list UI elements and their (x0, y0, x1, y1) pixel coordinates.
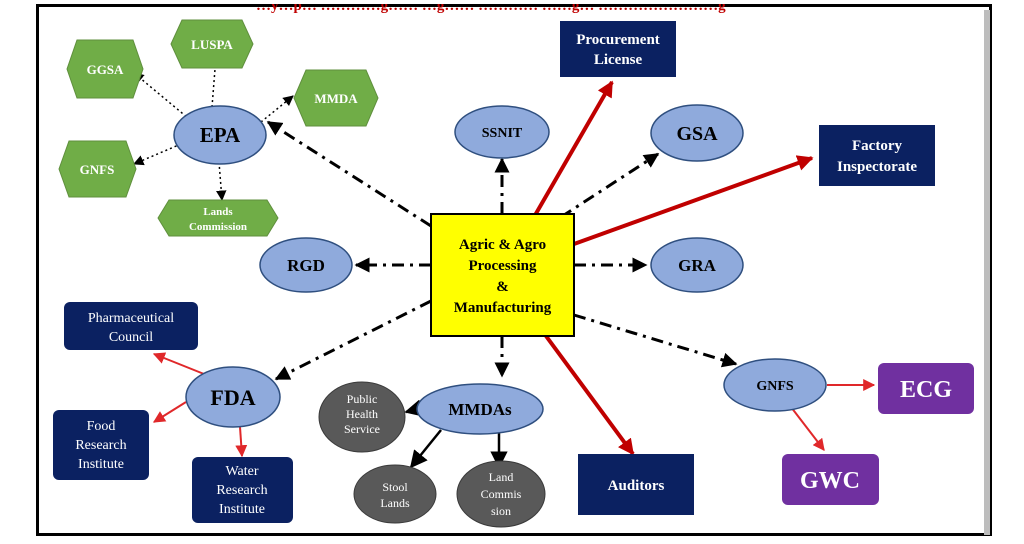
fda-label: FDA (210, 385, 255, 410)
hexagon-group (58, 19, 379, 237)
ecg-label: ECG (900, 377, 952, 403)
frame-shadow (984, 10, 990, 535)
ellipse-labels: EPA SSNIT GSA RGD GRA FDA MMDAs GNFS (200, 123, 794, 419)
gwc-label: GWC (800, 468, 860, 494)
navy-box-labels: Procurement License Factory Inspectorate… (75, 32, 917, 517)
hexagon-labels: GGSA LUSPA MMDA GNFS Lands Commission (80, 37, 359, 233)
public-health-line-2: Health (346, 407, 378, 421)
stool-lands-line-1: Stool (382, 480, 408, 494)
lands-commission-line-2: Commission (189, 221, 247, 233)
hex-ggsa (66, 39, 144, 99)
diagram-frame: …y…p… …………g…… …g…… ………… ……g… ……………………g (36, 0, 992, 536)
box-water (192, 457, 293, 523)
box-ecg (878, 363, 974, 414)
arrow-to-gnfs (573, 313, 738, 368)
mmda-label: MMDA (314, 91, 358, 106)
public-health-line-1: Public (347, 392, 378, 406)
navy-box-group (53, 21, 935, 523)
ellipse-gra (650, 237, 744, 293)
center-line-1: Agric & Agro (459, 237, 546, 253)
purple-box-group (782, 363, 974, 505)
gnfs-connectors (790, 379, 876, 451)
box-factory (819, 125, 935, 186)
dashdot-connectors (266, 120, 738, 381)
hex-mmda (293, 69, 379, 127)
land-commission-line-3: sion (491, 504, 511, 518)
arrow-to-fda (274, 299, 432, 381)
center-node: Agric & Agro Processing & Manufacturing (430, 213, 575, 337)
box-gwc (782, 454, 879, 505)
food-line-1: Food (87, 419, 116, 434)
hex-luspa (170, 19, 254, 69)
center-line-4: Manufacturing (454, 300, 552, 316)
ggsa-label: GGSA (87, 62, 124, 77)
ellipse-gsa (650, 104, 744, 162)
box-procurement (560, 21, 676, 77)
food-line-3: Institute (78, 457, 124, 472)
luspa-label: LUSPA (191, 37, 233, 52)
fda-connectors (152, 352, 248, 458)
grey-circle-labels: Public Health Service Stool Lands Land C… (344, 392, 522, 518)
ellipse-fda (185, 366, 281, 428)
pharma-line-1: Pharmaceutical (88, 311, 174, 326)
ellipse-group (173, 104, 827, 435)
box-food (53, 410, 149, 480)
auditors-label: Auditors (608, 478, 665, 494)
center-line-2: Processing (468, 258, 537, 274)
hex-lands-commission (157, 199, 279, 237)
ellipse-gnfs-right (723, 358, 827, 412)
pharma-line-2: Council (109, 330, 153, 345)
lands-commission-line-1: Lands (203, 206, 233, 218)
ellipse-epa (173, 105, 267, 165)
epa-label: EPA (200, 123, 241, 147)
arrow-to-gsa (560, 152, 660, 219)
ssnit-label: SSNIT (482, 126, 523, 141)
box-auditors (578, 454, 694, 515)
circle-stool-lands (353, 464, 437, 524)
diagram-canvas: …y…p… …………g…… …g…… ………… ……g… ……………………g (36, 0, 992, 536)
land-commission-line-1: Land (489, 470, 514, 484)
title-fragment: …y…p… …………g…… …g…… ………… ……g… ……………………g (256, 4, 726, 14)
public-health-line-3: Service (344, 422, 380, 436)
center-line-3: & (496, 279, 509, 295)
hex-gnfs-left (58, 140, 137, 198)
ellipse-rgd (259, 237, 353, 293)
mmdas-label: MMDAs (448, 400, 512, 419)
arrow-to-auditors (544, 334, 635, 456)
gnfs-right-label: GNFS (756, 379, 794, 394)
purple-box-labels: ECG GWC (800, 377, 952, 494)
grey-circle-group (318, 381, 546, 528)
arrow-to-procurement (532, 80, 614, 219)
food-line-2: Research (75, 438, 126, 453)
water-line-1: Water (225, 464, 258, 479)
gra-label: GRA (678, 256, 717, 275)
arrow-to-epa (266, 120, 432, 228)
epa-dotted-connectors (133, 42, 294, 202)
red-connectors (532, 80, 814, 456)
arrow-to-factory (573, 155, 814, 246)
circle-public-health (318, 381, 406, 453)
circle-land-commission (456, 460, 546, 528)
water-line-2: Research (216, 483, 267, 498)
gsa-label: GSA (676, 123, 718, 145)
factory-line-2: Inspectorate (837, 159, 917, 175)
ellipse-ssnit (454, 105, 550, 159)
stool-lands-line-2: Lands (380, 496, 410, 510)
rgd-label: RGD (287, 256, 325, 275)
gnfs-left-label: GNFS (80, 162, 115, 177)
procurement-line-1: Procurement (576, 32, 660, 48)
water-line-3: Institute (219, 502, 265, 517)
box-pharma (64, 302, 198, 350)
procurement-line-2: License (594, 52, 643, 68)
factory-line-1: Factory (852, 138, 902, 154)
ellipse-mmdas (416, 383, 544, 435)
land-commission-line-2: Commis (481, 487, 522, 501)
